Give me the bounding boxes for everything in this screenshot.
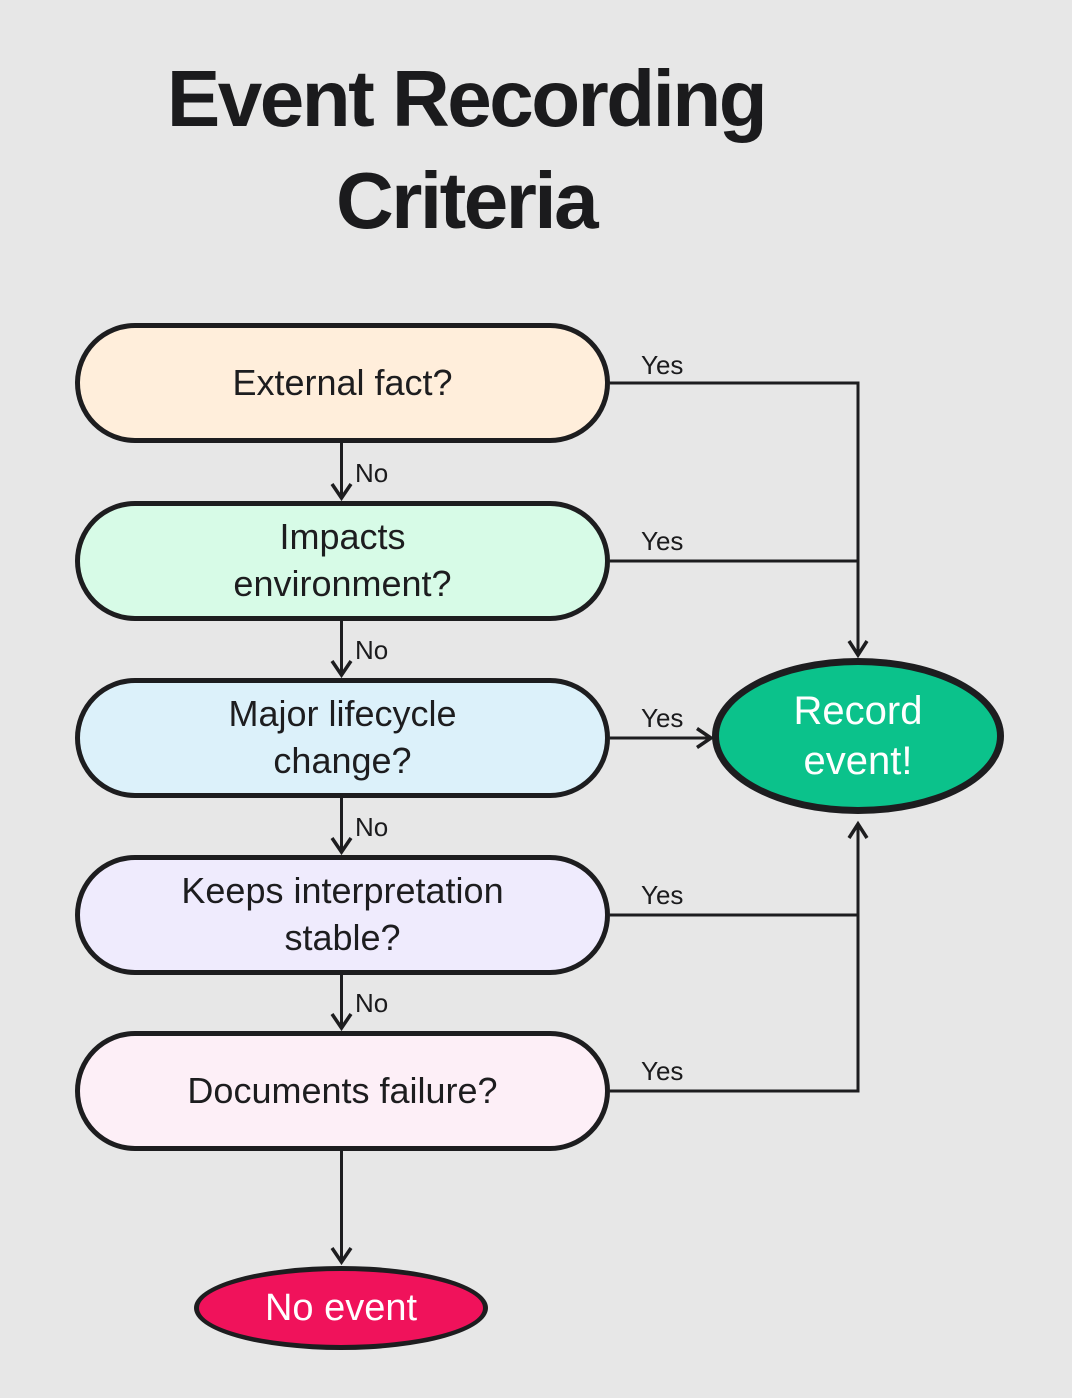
node-label-line: External fact? bbox=[232, 361, 453, 403]
edge-label-yes-external-fact: Yes bbox=[641, 350, 684, 380]
node-label-line: Keeps interpretation bbox=[181, 870, 504, 912]
edge-label-yes-major-lifecycle: Yes bbox=[641, 703, 684, 733]
edge-external-fact-no-arrow bbox=[330, 443, 353, 502]
edge-label-yes-documents-failure: Yes bbox=[641, 1056, 684, 1086]
node-impacts-environment: Impacts environment? bbox=[75, 501, 610, 621]
node-major-lifecycle-change: Major lifecycle change? bbox=[75, 678, 610, 798]
edge-major-lifecycle-no-arrow bbox=[330, 798, 353, 856]
node-record-event: Record event! bbox=[712, 658, 1004, 814]
node-no-event: No event bbox=[194, 1266, 488, 1350]
node-label-line: Impacts bbox=[279, 516, 406, 558]
edge-impacts-environment-no-arrow bbox=[330, 621, 353, 679]
edge-label-yes-keeps-interpretation: Yes bbox=[641, 880, 684, 910]
node-keeps-interpretation-stable: Keeps interpretation stable? bbox=[75, 855, 610, 975]
edge-label-no-impacts-environment: No bbox=[355, 635, 389, 665]
edge-keeps-interpretation-no-arrow bbox=[330, 975, 353, 1032]
edge-major-lifecycle-yes-arrow bbox=[610, 727, 715, 749]
edge-documents-failure-no-arrow bbox=[330, 1151, 353, 1266]
page-title: Event Recording Criteria bbox=[166, 54, 768, 246]
node-label-line: change? bbox=[273, 740, 412, 781]
edge-label-yes-impacts-environment: Yes bbox=[641, 526, 684, 556]
node-label-line: No event bbox=[264, 1286, 418, 1329]
node-label-line: Documents failure? bbox=[187, 1069, 498, 1111]
node-external-fact: External fact? bbox=[75, 323, 610, 443]
edge-label-no-keeps-interpretation: No bbox=[355, 988, 389, 1018]
edge-label-no-external-fact: No bbox=[355, 458, 389, 488]
node-label-line: stable? bbox=[284, 917, 401, 958]
node-label-line: Record bbox=[793, 689, 923, 733]
edge-external-fact-yes-arrow bbox=[610, 381, 869, 659]
edge-documents-failure-yes-arrow bbox=[610, 820, 869, 1093]
edge-label-no-major-lifecycle: No bbox=[355, 812, 389, 842]
node-documents-failure: Documents failure? bbox=[75, 1031, 610, 1151]
node-label-line: environment? bbox=[233, 563, 452, 604]
node-label-line: Major lifecycle bbox=[228, 693, 457, 735]
node-label-line: event! bbox=[803, 739, 913, 783]
